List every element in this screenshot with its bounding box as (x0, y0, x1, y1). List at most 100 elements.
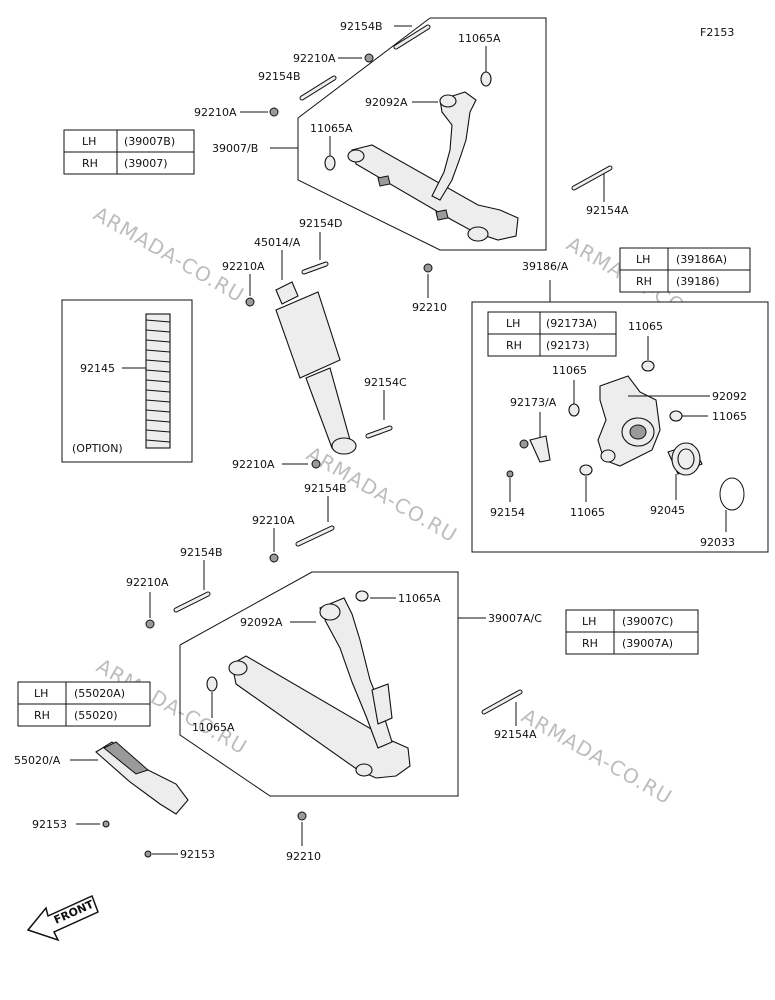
label-92045: 92045 (650, 504, 685, 517)
t39186-row1-code: (39186A) (676, 253, 727, 266)
label-92154A-2: 92154A (494, 728, 537, 741)
table-39186: LH (39186A) RH (39186) (619, 247, 751, 293)
label-92210A-4: 92210A (232, 458, 275, 471)
table-39007ac: LH (39007C) RH (39007A) (565, 609, 699, 655)
bolt-92154c (365, 425, 393, 439)
table-92173: LH (92173A) RH (92173) (487, 311, 617, 357)
label-39007AC: 39007A/C (488, 612, 542, 625)
label-92173A: 92173/A (510, 396, 557, 409)
t92173-row1-code: (92173A) (546, 317, 597, 330)
label-92154A-right: 92154A (586, 204, 629, 217)
label-11065A-top: 11065A (458, 32, 501, 45)
bushing-11065a-2 (324, 155, 336, 171)
label-92210A-3: 92210A (222, 260, 265, 273)
t39007-row1-side: LH (82, 135, 96, 148)
label-92092A-top: 92092A (365, 96, 408, 109)
label-92092A-2: 92092A (240, 616, 283, 629)
screw-92153-a (102, 820, 110, 828)
bracket-92173 (519, 435, 551, 463)
label-11065-b: 11065 (552, 364, 587, 377)
label-92154B-3: 92154B (304, 482, 347, 495)
upper-a-arm (347, 91, 519, 242)
bearing-92045 (667, 442, 703, 476)
label-92210A-6: 92210A (126, 576, 169, 589)
screw-92154 (506, 470, 514, 478)
bolt-92154a-right (571, 165, 613, 191)
steering-knuckle (597, 375, 661, 467)
label-11065-d: 11065 (570, 506, 605, 519)
t55020-row1-code: (55020A) (74, 687, 125, 700)
lower-arm-frame (179, 571, 459, 797)
t39007-row2-side: RH (82, 157, 98, 170)
bushing-11065a-4 (206, 676, 218, 692)
circlip-92033 (719, 477, 745, 511)
t39007ac-row2-side: RH (582, 637, 598, 650)
bushing-11065a-top (480, 71, 492, 87)
bolt-92154b-4 (173, 591, 211, 613)
bushing-11065-c (669, 410, 683, 422)
label-39007B: 39007/B (212, 142, 258, 155)
t92173-row1-side: LH (506, 317, 520, 330)
t39007-row2-code: (39007) (124, 157, 168, 170)
bushing-11065-b (568, 403, 580, 417)
bolt-92154d (301, 261, 329, 275)
upper-arm-frame (297, 17, 547, 251)
label-11065A-4: 11065A (192, 721, 235, 734)
bolt-92154b-top (393, 24, 431, 50)
bolt-92154b-2 (299, 75, 337, 101)
nut-92210a-5 (269, 553, 279, 563)
label-11065A-2: 11065A (310, 122, 353, 135)
shock-absorber (275, 281, 357, 455)
label-92154C: 92154C (364, 376, 407, 389)
nut-92210a-6 (145, 619, 155, 629)
spring-option-box: 92145 (OPTION) (61, 299, 193, 463)
label-39186A: 39186/A (522, 260, 569, 273)
label-92153-b: 92153 (180, 848, 215, 861)
label-92154B-4: 92154B (180, 546, 223, 559)
label-92154B-2: 92154B (258, 70, 301, 83)
diagram-id: F2153 (700, 26, 734, 39)
label-11065A-3: 11065A (398, 592, 441, 605)
label-92210-mid: 92210 (412, 301, 447, 314)
table-55020: LH (55020A) RH (55020) (17, 681, 151, 727)
label-92033: 92033 (700, 536, 735, 549)
lower-a-arm (228, 597, 411, 779)
watermark-4: ARMADA-CO.RU (518, 704, 677, 810)
bolt-92154b-3 (295, 525, 335, 547)
option-label: (OPTION) (72, 442, 123, 455)
bushing-11065-a (641, 360, 655, 372)
table-39007: LH (39007B) RH (39007) (63, 129, 195, 175)
label-45014A: 45014/A (254, 236, 301, 249)
t39007ac-row2-code: (39007A) (622, 637, 673, 650)
t39007ac-row1-code: (39007C) (622, 615, 673, 628)
nut-92210a-2 (269, 107, 279, 117)
t92173-row2-code: (92173) (546, 339, 590, 352)
t39186-row2-code: (39186) (676, 275, 720, 288)
label-92210-bottom: 92210 (286, 850, 321, 863)
nut-92210a-1 (364, 53, 374, 63)
label-92154D: 92154D (299, 217, 342, 230)
bushing-11065a-3 (355, 590, 369, 602)
t39007-row1-code: (39007B) (124, 135, 175, 148)
label-92092: 92092 (712, 390, 747, 403)
label-92210A-5: 92210A (252, 514, 295, 527)
label-92153-a: 92153 (32, 818, 67, 831)
label-92210A-2: 92210A (194, 106, 237, 119)
nut-92210a-4 (311, 459, 321, 469)
label-55020A: 55020/A (14, 754, 61, 767)
label-92154: 92154 (490, 506, 525, 519)
front-arrow-icon: FRONT (26, 894, 99, 942)
screw-92153-b (144, 850, 152, 858)
t39007ac-row1-side: LH (582, 615, 596, 628)
t92173-row2-side: RH (506, 339, 522, 352)
nut-92210-mid (423, 263, 433, 273)
label-92210A-1: 92210A (293, 52, 336, 65)
guard-55020 (95, 741, 189, 815)
label-11065-c: 11065 (712, 410, 747, 423)
t55020-row2-code: (55020) (74, 709, 118, 722)
label-11065-a: 11065 (628, 320, 663, 333)
bushing-11065-d (579, 464, 593, 476)
bolt-92154a-2 (481, 689, 523, 715)
t39186-row1-side: LH (636, 253, 650, 266)
